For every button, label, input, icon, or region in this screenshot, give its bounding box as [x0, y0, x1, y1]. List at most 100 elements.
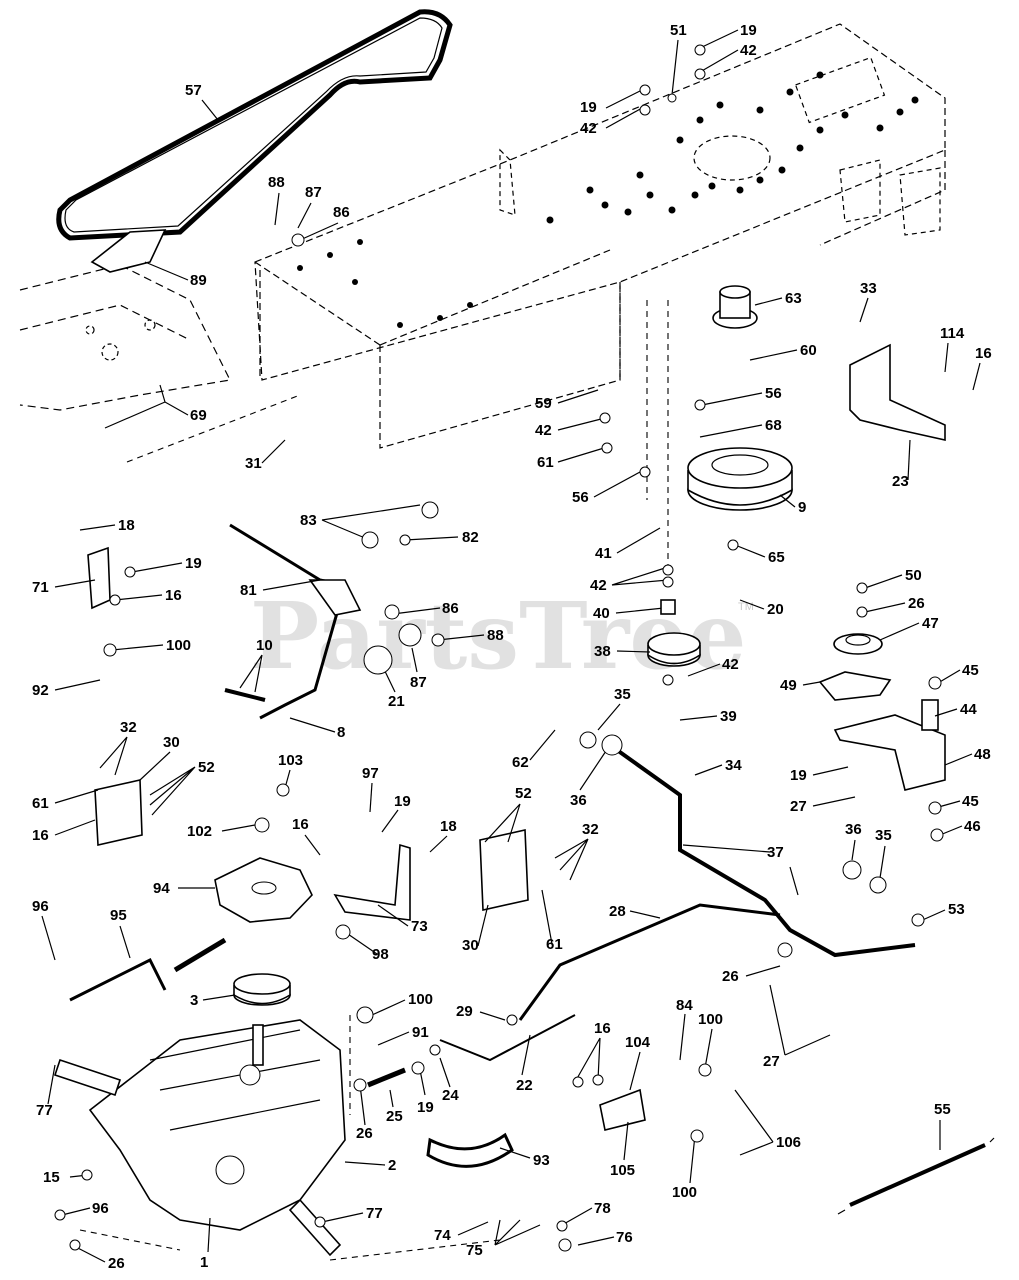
callout-89: 89: [190, 272, 207, 289]
callout-24: 24: [442, 1087, 459, 1104]
callout-69: 69: [190, 407, 207, 424]
callout-16: 16: [594, 1020, 611, 1037]
callout-30: 30: [163, 734, 180, 751]
spring-25: [367, 1067, 406, 1088]
callout-73: 73: [411, 918, 428, 935]
idler-arm-48: [818, 671, 946, 791]
callout-86: 86: [442, 600, 459, 617]
callout-74: 74: [434, 1227, 451, 1244]
bracket-30-left: [94, 779, 143, 846]
callout-61: 61: [537, 454, 554, 471]
callout-29: 29: [456, 1003, 473, 1020]
spring-95: [173, 937, 227, 973]
callout-19: 19: [790, 767, 807, 784]
callout-86: 86: [333, 204, 350, 221]
callout-61: 61: [32, 795, 49, 812]
callout-95: 95: [110, 907, 127, 924]
spring-10: [224, 688, 266, 702]
callout-55: 55: [934, 1101, 951, 1118]
callout-27: 27: [763, 1053, 780, 1070]
callout-52: 52: [515, 785, 532, 802]
bracket-23: [849, 343, 946, 441]
callout-32: 32: [582, 821, 599, 838]
bracket-89: [90, 229, 167, 273]
callout-15: 15: [43, 1169, 60, 1186]
callout-81: 81: [240, 582, 257, 599]
callout-61: 61: [546, 936, 563, 953]
callout-93: 93: [533, 1152, 550, 1169]
cooling-fan-94: [214, 857, 313, 923]
callout-26: 26: [356, 1125, 373, 1142]
callout-33: 33: [860, 280, 877, 297]
callout-18: 18: [440, 818, 457, 835]
pulley-63: [712, 285, 758, 329]
callout-28: 28: [609, 903, 626, 920]
rod-95: [69, 957, 167, 1002]
drive-belt-57: [56, 9, 453, 241]
callout-97: 97: [362, 765, 379, 782]
callout-27: 27: [790, 798, 807, 815]
callout-26: 26: [908, 595, 925, 612]
callout-16: 16: [165, 587, 182, 604]
callout-32: 32: [120, 719, 137, 736]
callout-105: 105: [610, 1162, 635, 1179]
idler-pulley-38: [647, 632, 701, 667]
bracket-71: [87, 546, 111, 610]
callout-83: 83: [300, 512, 317, 529]
callout-87: 87: [305, 184, 322, 201]
callout-31: 31: [245, 455, 262, 472]
leader-lines: [41, 29, 981, 1263]
callout-56: 56: [765, 385, 782, 402]
callout-42: 42: [740, 42, 757, 59]
callout-60: 60: [800, 342, 817, 359]
callout-19: 19: [185, 555, 202, 572]
callout-68: 68: [765, 417, 782, 434]
callout-20: 20: [767, 601, 784, 618]
callout-46: 46: [964, 818, 981, 835]
callout-38: 38: [594, 643, 611, 660]
callout-45: 45: [962, 662, 979, 679]
callout-30: 30: [462, 937, 479, 954]
callout-84: 84: [676, 997, 693, 1014]
callout-18: 18: [118, 517, 135, 534]
callout-42: 42: [722, 656, 739, 673]
callout-42: 42: [535, 422, 552, 439]
bracket-104: [599, 1088, 646, 1131]
callout-16: 16: [975, 345, 992, 362]
callout-102: 102: [187, 823, 212, 840]
pulley-47: [833, 633, 883, 655]
callout-77: 77: [366, 1205, 383, 1222]
bracket-73: [333, 843, 411, 921]
callout-9: 9: [798, 499, 806, 516]
callout-94: 94: [153, 880, 170, 897]
callout-103: 103: [278, 752, 303, 769]
callout-87: 87: [410, 674, 427, 691]
callout-36: 36: [570, 792, 587, 809]
callout-96: 96: [32, 898, 49, 915]
callout-labels: 57 51 19 42 19 42 88 87 86 89 69 31 63 6…: [32, 22, 992, 1272]
shift-lever-34: [518, 743, 916, 1021]
callout-114: 114: [940, 325, 965, 342]
guide-lines: [79, 300, 669, 1261]
callout-48: 48: [974, 746, 991, 763]
ring-93: [426, 1132, 514, 1168]
callout-26: 26: [108, 1255, 125, 1272]
callout-41: 41: [595, 545, 612, 562]
callout-39: 39: [720, 708, 737, 725]
callout-53: 53: [948, 901, 965, 918]
rod-22: [439, 1014, 576, 1062]
callout-57: 57: [185, 82, 202, 99]
callout-96: 96: [92, 1200, 109, 1217]
pto-clutch-9: [687, 447, 793, 511]
callout-19: 19: [417, 1099, 434, 1116]
spring-55: [837, 1137, 995, 1215]
hood-body: [19, 264, 231, 411]
callout-8: 8: [337, 724, 345, 741]
callout-35: 35: [614, 686, 631, 703]
callout-100: 100: [408, 991, 433, 1008]
callout-50: 50: [905, 567, 922, 584]
callout-98: 98: [372, 946, 389, 963]
callout-37: 37: [767, 844, 784, 861]
callout-59: 59: [535, 395, 552, 412]
